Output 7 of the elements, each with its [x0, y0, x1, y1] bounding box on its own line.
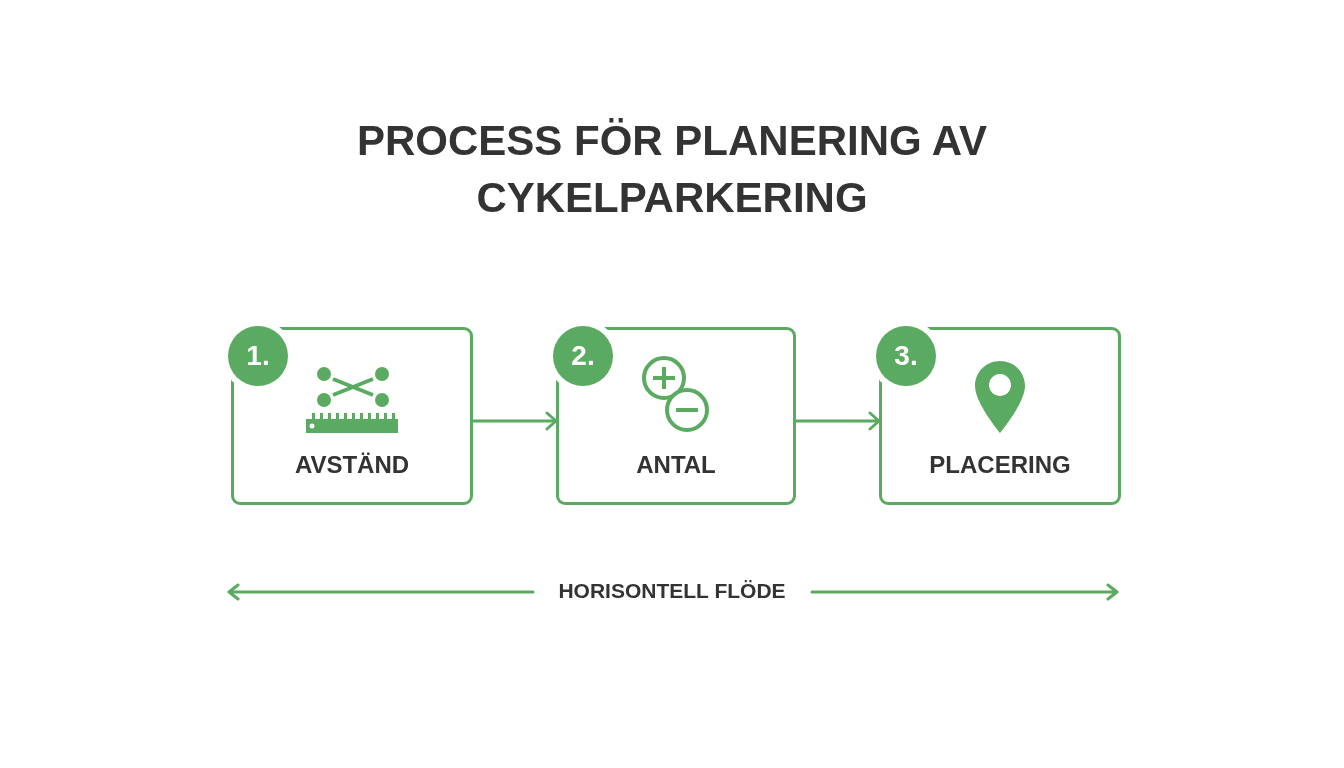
arrow	[794, 411, 881, 431]
step-label: PLACERING	[929, 451, 1071, 479]
flow-direction-label: HORISONTELL FLÖDE	[558, 578, 786, 604]
step-label: ANTAL	[636, 451, 716, 479]
diagram-title: PROCESS FÖR PLANERING AV CYKELPARKERING	[355, 116, 989, 223]
arrow	[471, 411, 558, 431]
step-label: AVSTÄND	[294, 451, 410, 479]
